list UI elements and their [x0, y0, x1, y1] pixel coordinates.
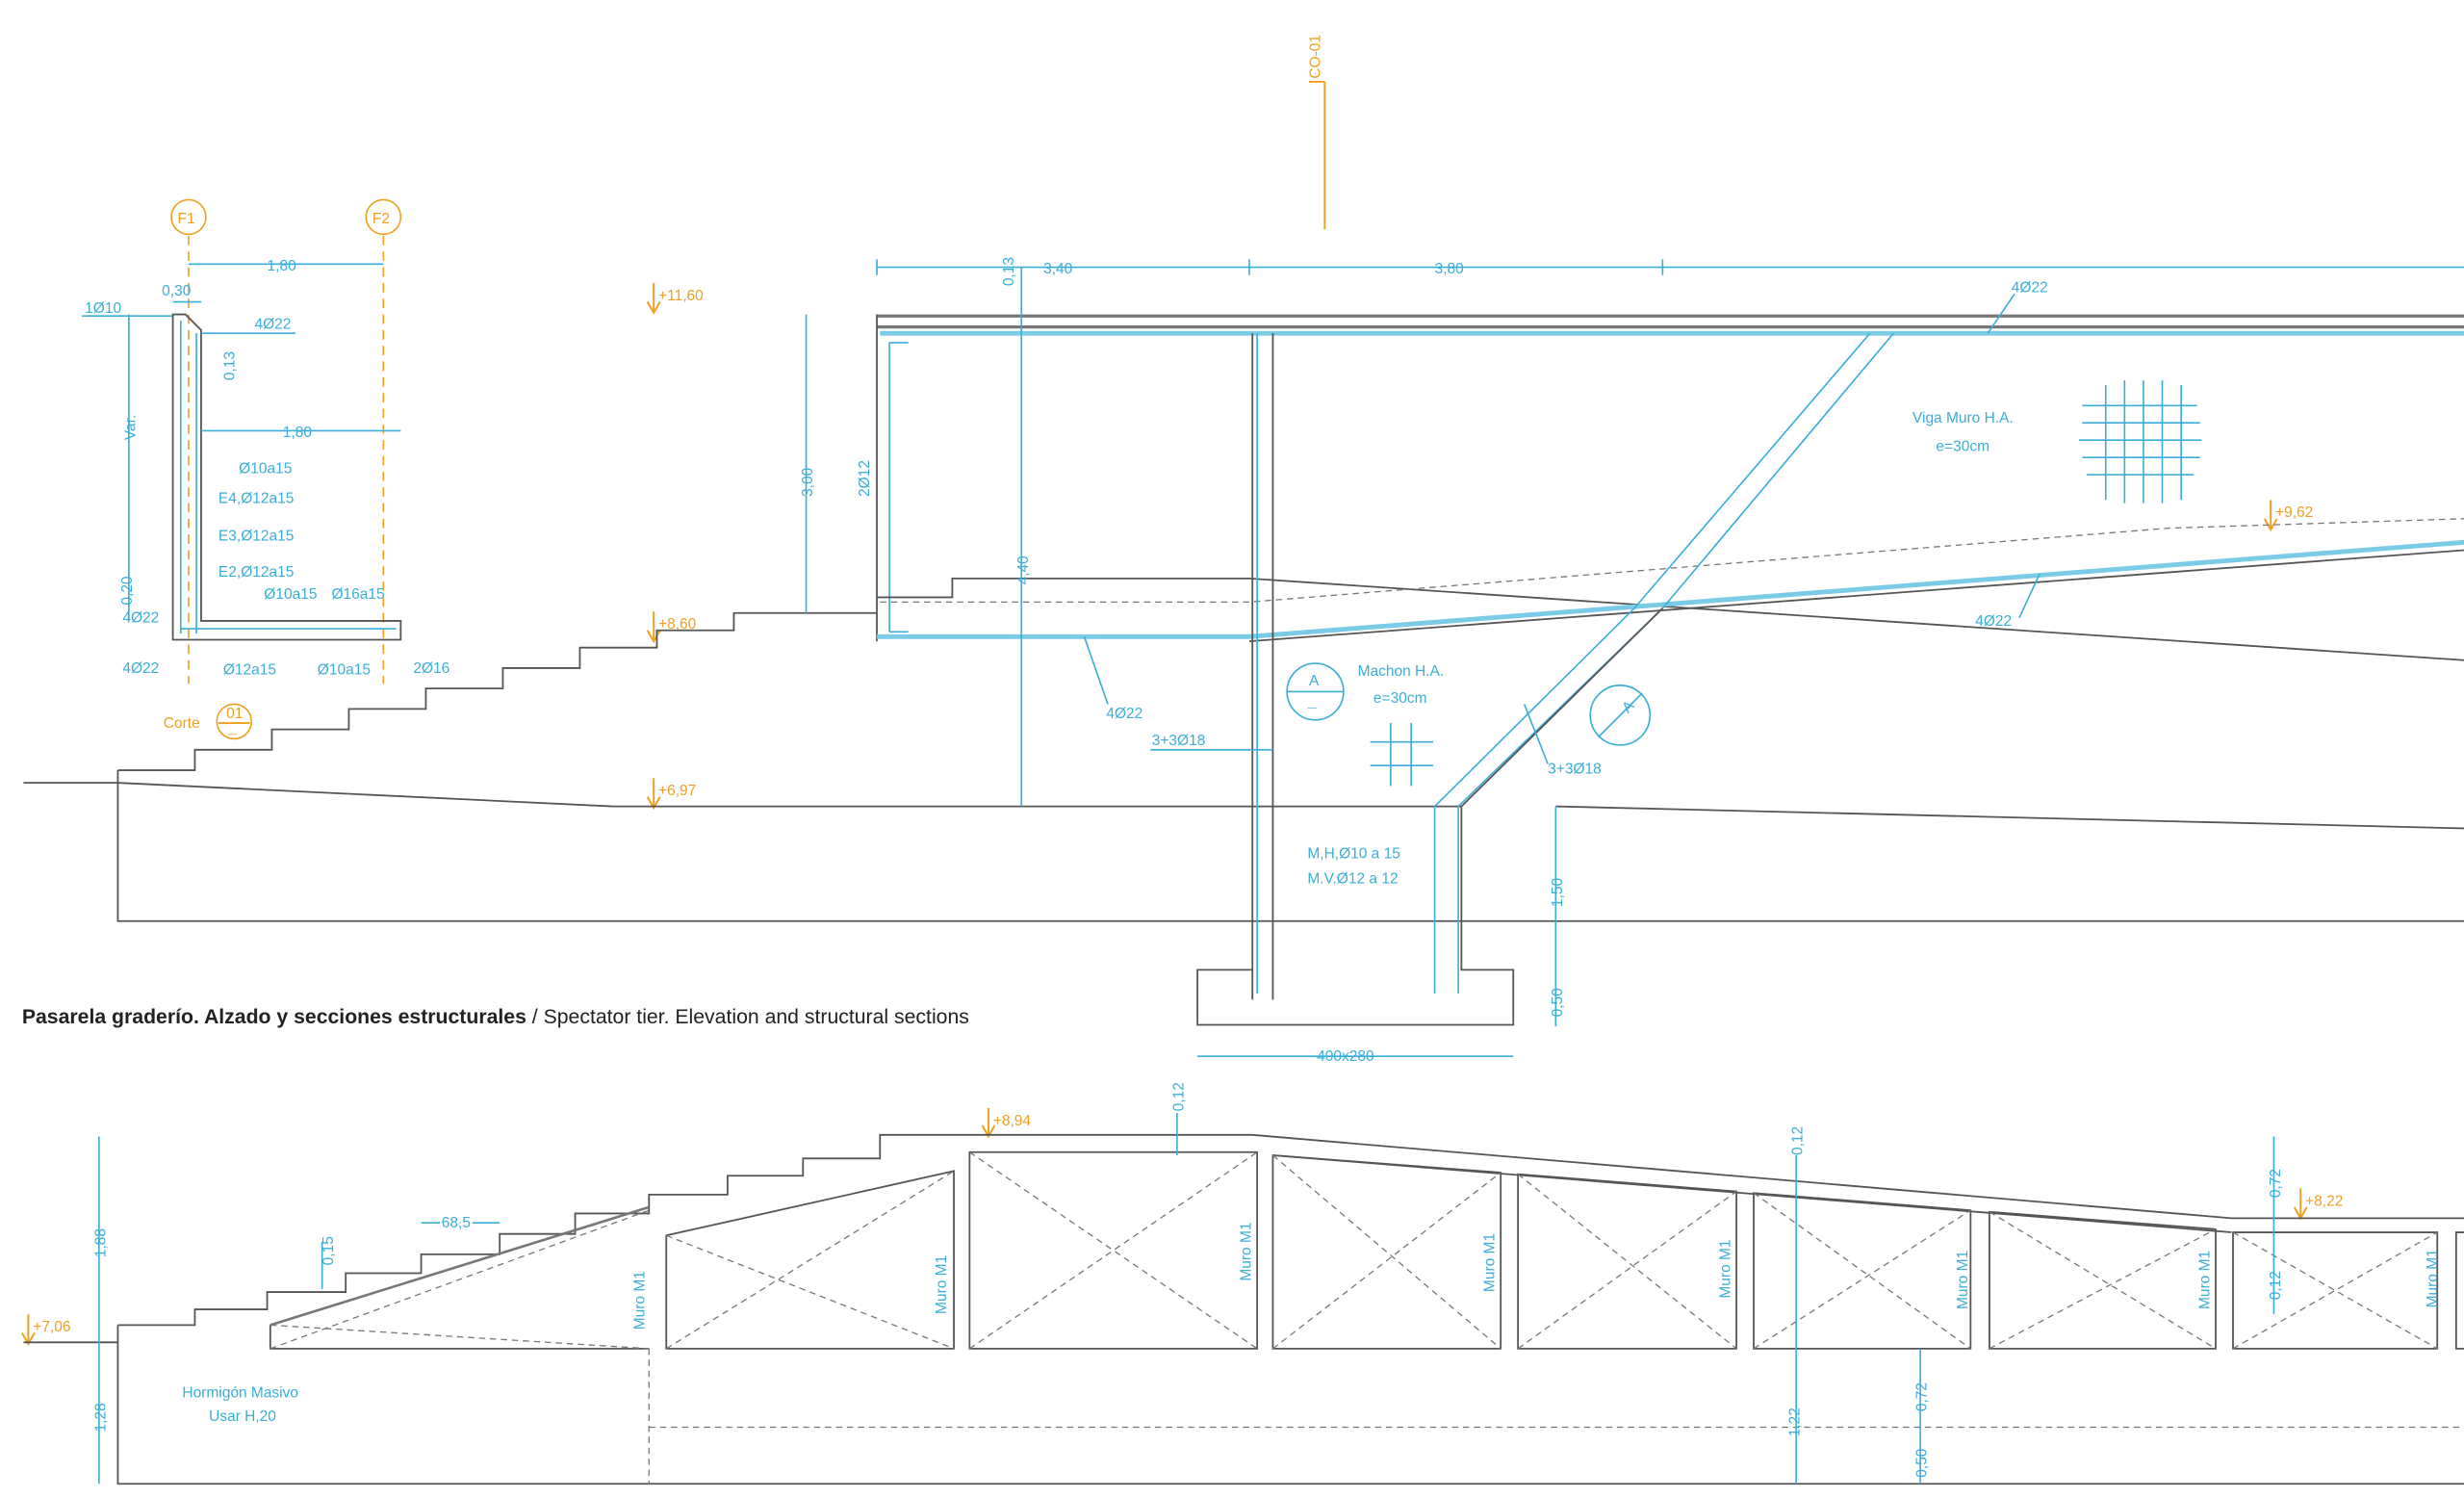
section-marker-label: CO-01 — [1307, 35, 1323, 79]
rebar-label-2: E4,Ø12a15 — [218, 490, 294, 506]
wall-label: Muro M1 — [1718, 1239, 1734, 1298]
wall-label: Muro M1 — [1482, 1233, 1499, 1292]
stirrups-label-2: 3+3Ø18 — [1548, 761, 1602, 777]
lower-section: Muro M1 Muro M1 Muro M1 Muro M1 Muro M1 … — [23, 1082, 2464, 1485]
pier-thickness: e=30cm — [1373, 690, 1427, 707]
mass-concrete-label-1: Hormigón Masivo — [182, 1384, 298, 1401]
wall-label: Muro M1 — [934, 1255, 950, 1314]
dim-cover: 0,13 — [221, 351, 238, 380]
top-rebar-label: 4Ø22 — [2012, 280, 2048, 297]
wall-box — [1989, 1210, 2217, 1350]
caption-regular: Spectator tier. Elevation and structural… — [544, 1006, 969, 1028]
section-a-sub: — — [1307, 703, 1317, 713]
rebar-label-6: Ø16a15 — [331, 586, 384, 603]
bottom-left-rebar-2: 4Ø22 — [122, 660, 159, 677]
mesh-v-label: M.V.Ø12 a 12 — [1307, 871, 1398, 888]
bottom-rebar-label: 4Ø22 — [1106, 706, 1142, 722]
wall-label: Muro M1 — [2425, 1249, 2441, 1307]
detail-01: F1 F2 1,80 0,30 1Ø10 4Ø22 0,13 Var. 1,80… — [81, 198, 449, 740]
wall-box — [1753, 1192, 1972, 1350]
level-8-94: +8,94 — [993, 1113, 1032, 1129]
rebar-label-5: Ø10a15 — [264, 586, 317, 603]
dim-012-c: 0,12 — [2268, 1271, 2284, 1300]
dim-340: 3,40 — [1043, 261, 1073, 277]
level-9-62: +9,62 — [2275, 504, 2313, 521]
dim-128: 1,28 — [92, 1403, 109, 1432]
beam-label: Viga Muro H.A. — [1912, 410, 2014, 426]
beam-mesh-icon — [2079, 380, 2202, 504]
level-markers: +11,60 +8,60 +6,97 +9,62 +8,94 +8,22 +7,… — [21, 282, 2343, 1346]
dim-440: 4,40 — [1015, 555, 1032, 585]
mass-concrete-label-2: Usar H,20 — [209, 1408, 276, 1425]
axis-f1-circle — [170, 198, 207, 236]
level-11-60: +11,60 — [658, 288, 704, 304]
dim-072-b: 0,72 — [1914, 1382, 1931, 1411]
rebar-label-1: Ø10a15 — [239, 460, 292, 477]
wall-box — [968, 1150, 1259, 1350]
caption-bold: Pasarela graderío. Alzado y secciones es… — [22, 1006, 526, 1028]
dim-wall: 0,30 — [162, 283, 192, 299]
dim-013: 0,13 — [1001, 257, 1017, 286]
axis-f1-label: F1 — [177, 211, 194, 227]
section-a-label: A — [1309, 673, 1320, 689]
top-bar-label: 1Ø10 — [85, 300, 121, 317]
bottom-right-rebar: 2Ø16 — [413, 660, 449, 677]
dim-012-a: 0,12 — [1170, 1082, 1187, 1111]
dim-050: 0,50 — [1914, 1448, 1931, 1478]
caption-separator: / — [526, 1006, 544, 1028]
dim-012-b: 0,12 — [1790, 1126, 1807, 1155]
elevation: 400x280 0,13 3,40 3,80 4Ø22 3,00 2Ø12 4,… — [23, 257, 2464, 1065]
corte-label: Corte — [164, 715, 200, 732]
corte-sub: — — [228, 730, 238, 740]
dim-685: 68,5 — [442, 1215, 471, 1231]
beam-thickness: e=30cm — [1936, 439, 1989, 455]
wall-box — [1517, 1173, 1737, 1350]
dim-axes: 1,80 — [268, 258, 297, 274]
wall-box — [665, 1170, 955, 1350]
level-8-22: +8,22 — [2305, 1193, 2343, 1209]
mesh-h-label: M,H,Ø10 a 15 — [1307, 845, 1400, 862]
pier-label: Machon H.A. — [1358, 663, 1445, 680]
dim-122: 1,22 — [1786, 1408, 1803, 1436]
section-marker: CO-01 — [1307, 35, 1326, 230]
top-rebar-label: 4Ø22 — [254, 316, 291, 332]
drawing-caption: Pasarela graderío. Alzado y secciones es… — [22, 1006, 969, 1028]
rebar-label-3: E3,Ø12a15 — [218, 529, 294, 545]
dim-188: 1,88 — [92, 1228, 109, 1257]
axis-f2-circle — [365, 198, 402, 236]
dim-380: 3,80 — [1435, 261, 1465, 277]
bottom-rebar-2: Ø10a15 — [318, 661, 371, 678]
level-8-60: +8,60 — [658, 616, 697, 633]
pier-mesh-icon — [1370, 723, 1433, 787]
level-7-06: +7,06 — [33, 1319, 70, 1335]
wall-box — [2232, 1231, 2439, 1350]
stirrups-label-1: 3+3Ø18 — [1152, 733, 1206, 749]
wall-label: Muro M1 — [2197, 1251, 2214, 1309]
dim-heel: 1,80 — [283, 425, 313, 441]
dim-050: 0,50 — [1550, 988, 1566, 1018]
wall-box — [1271, 1154, 1502, 1350]
lower-rebar-label: 4Ø22 — [1975, 613, 2012, 630]
wall-label: Muro M1 — [1239, 1222, 1255, 1280]
bottom-rebar-1: Ø12a15 — [223, 661, 276, 678]
dim-020: 0,20 — [119, 576, 136, 606]
level-6-97: +6,97 — [658, 783, 696, 799]
rebar-label-4: E2,Ø12a15 — [218, 564, 294, 581]
axis-f2-label: F2 — [372, 211, 390, 227]
side-rebar-label: 2Ø12 — [857, 460, 873, 497]
footing-dim: 400x280 — [1317, 1048, 1374, 1065]
corte-number: 01 — [226, 706, 243, 722]
bottom-left-rebar-1: 4Ø22 — [122, 610, 159, 627]
corte-circle — [216, 703, 253, 740]
dim-015: 0,15 — [321, 1236, 337, 1265]
wall-label: Muro M1 — [631, 1271, 648, 1330]
dim-150: 1,50 — [1550, 878, 1566, 908]
dim-300: 3,00 — [800, 467, 816, 497]
wall-label: Muro M1 — [1955, 1251, 1971, 1309]
dim-var: Var. — [122, 415, 139, 440]
dim-072-a: 0,72 — [2268, 1169, 2284, 1198]
section-b-circle — [1589, 684, 1652, 746]
